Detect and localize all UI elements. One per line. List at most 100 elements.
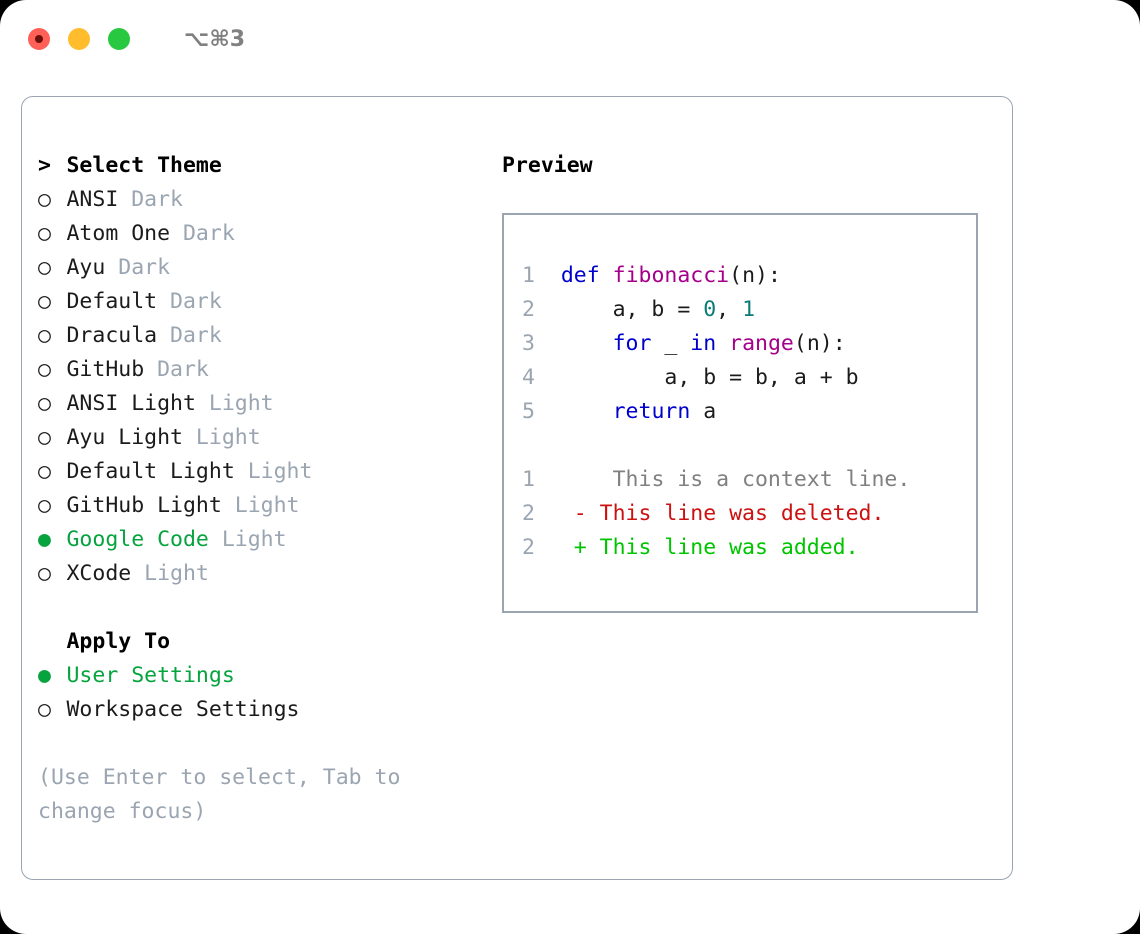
- item-label: Ayu: [66, 255, 106, 280]
- gutter-gap: [548, 263, 561, 288]
- theme-option-5[interactable]: ○ GitHub Dark: [38, 353, 468, 387]
- maximize-button-icon[interactable]: [108, 28, 130, 50]
- marker-gap: [54, 425, 67, 450]
- theme-option-10[interactable]: ● Google Code Light: [38, 523, 468, 557]
- gutter-gap: [548, 297, 561, 322]
- item-label: Default Light: [66, 459, 235, 484]
- item-variant-badge: Light: [131, 561, 209, 586]
- marker-gap: [54, 697, 67, 722]
- item-label: ANSI Light: [66, 391, 196, 416]
- item-label: Google Code: [66, 527, 209, 552]
- radio-unselected-icon: ○: [38, 493, 51, 518]
- item-label: Atom One: [66, 221, 171, 246]
- item-label: User Settings: [66, 663, 235, 688]
- apply-to-option-1[interactable]: ○ Workspace Settings: [38, 693, 468, 727]
- radio-unselected-icon: ○: [38, 289, 51, 314]
- keyboard-shortcut-label: ⌥⌘3: [184, 26, 246, 52]
- radio-unselected-icon: ○: [38, 187, 51, 212]
- theme-option-11[interactable]: ○ XCode Light: [38, 557, 468, 591]
- marker-gap: [54, 459, 67, 484]
- item-variant-badge: Dark: [170, 221, 235, 246]
- theme-option-2[interactable]: ○ Ayu Dark: [38, 251, 468, 285]
- item-label: XCode: [66, 561, 132, 586]
- radio-unselected-icon: ○: [38, 561, 51, 586]
- item-variant-badge: Light: [221, 493, 300, 518]
- marker-gap: [54, 629, 67, 654]
- line-number: 4: [522, 365, 535, 390]
- marker-gap: [54, 493, 67, 518]
- diff-sign: [574, 467, 587, 492]
- list-spacer: [38, 591, 468, 625]
- preview-title: Preview: [502, 153, 593, 178]
- radio-unselected-icon: ○: [38, 323, 51, 348]
- apply-to-option-0[interactable]: ● User Settings: [38, 659, 468, 693]
- theme-option-1[interactable]: ○ Atom One Dark: [38, 217, 468, 251]
- code-line: 3 for _ in range(n):: [522, 327, 976, 361]
- marker-gap: [54, 289, 67, 314]
- item-variant-badge: Dark: [118, 187, 183, 212]
- marker-gap: [54, 255, 67, 280]
- gutter-gap: [548, 467, 574, 492]
- theme-picker-column: > Select Theme○ ANSI Dark○ Atom One Dark…: [38, 149, 468, 829]
- radio-unselected-icon: ○: [38, 221, 51, 246]
- item-label: Select Theme: [66, 153, 222, 178]
- code-line: 1 def fibonacci(n):: [522, 259, 976, 293]
- keyboard-hint: (Use Enter to select, Tab to change focu…: [38, 765, 414, 824]
- item-variant-badge: Dark: [157, 289, 222, 314]
- item-label: Apply To: [66, 629, 171, 654]
- gutter-gap: [548, 399, 561, 424]
- item-label: GitHub Light: [66, 493, 222, 518]
- theme-option-9[interactable]: ○ GitHub Light Light: [38, 489, 468, 523]
- line-number: 2: [522, 501, 535, 526]
- token-kw: return: [612, 399, 691, 424]
- radio-unselected-icon: ○: [38, 391, 51, 416]
- theme-option-0[interactable]: ○ ANSI Dark: [38, 183, 468, 217]
- marker-gap: [54, 187, 67, 212]
- radio-selected-icon: ●: [38, 527, 51, 552]
- radio-unselected-icon: ○: [38, 459, 51, 484]
- content-panel: > Select Theme○ ANSI Dark○ Atom One Dark…: [21, 96, 1013, 880]
- radio-selected-icon: ●: [38, 663, 51, 688]
- line-number: 1: [522, 263, 535, 288]
- radio-unselected-icon: ○: [38, 357, 51, 382]
- code-line: 2 a, b = 0, 1: [522, 293, 976, 327]
- line-number: 3: [522, 331, 535, 356]
- marker-gap: [54, 221, 67, 246]
- item-variant-badge: Light: [195, 391, 274, 416]
- marker-gap: [54, 663, 67, 688]
- minimize-button-icon[interactable]: [68, 28, 90, 50]
- token-pl: a, b = b, a + b: [560, 365, 859, 390]
- apply-to-section-header: Apply To: [38, 625, 468, 659]
- close-button-icon[interactable]: [28, 28, 50, 50]
- gutter-gap: [548, 535, 574, 560]
- theme-section-header: > Select Theme: [38, 149, 468, 183]
- window-controls: [28, 28, 130, 50]
- theme-option-3[interactable]: ○ Default Dark: [38, 285, 468, 319]
- diff-line: 1 This is a context line.: [522, 463, 976, 497]
- line-number: 5: [522, 399, 535, 424]
- gutter-gap: [548, 501, 574, 526]
- theme-option-6[interactable]: ○ ANSI Light Light: [38, 387, 468, 421]
- token-pl: ,: [716, 297, 743, 322]
- item-label: Workspace Settings: [66, 697, 300, 722]
- item-variant-badge: Light: [182, 425, 261, 450]
- diff-text: This line was deleted.: [586, 501, 885, 526]
- theme-option-7[interactable]: ○ Ayu Light Light: [38, 421, 468, 455]
- token-pl: (n):: [793, 331, 846, 356]
- line-number: 1: [522, 467, 535, 492]
- token-pl: [716, 331, 729, 356]
- token-pl: a, b =: [560, 297, 704, 322]
- item-variant-badge: Dark: [157, 323, 222, 348]
- diff-sample: 1 This is a context line.2 - This line w…: [522, 463, 976, 565]
- token-num: 0: [703, 297, 717, 322]
- item-label: Dracula: [66, 323, 158, 348]
- theme-option-8[interactable]: ○ Default Light Light: [38, 455, 468, 489]
- token-pl: a: [690, 399, 717, 424]
- token-kw: for: [612, 331, 652, 356]
- theme-option-4[interactable]: ○ Dracula Dark: [38, 319, 468, 353]
- radio-unselected-icon: ○: [38, 697, 51, 722]
- code-line: 4 a, b = b, a + b: [522, 361, 976, 395]
- gutter-gap: [548, 331, 561, 356]
